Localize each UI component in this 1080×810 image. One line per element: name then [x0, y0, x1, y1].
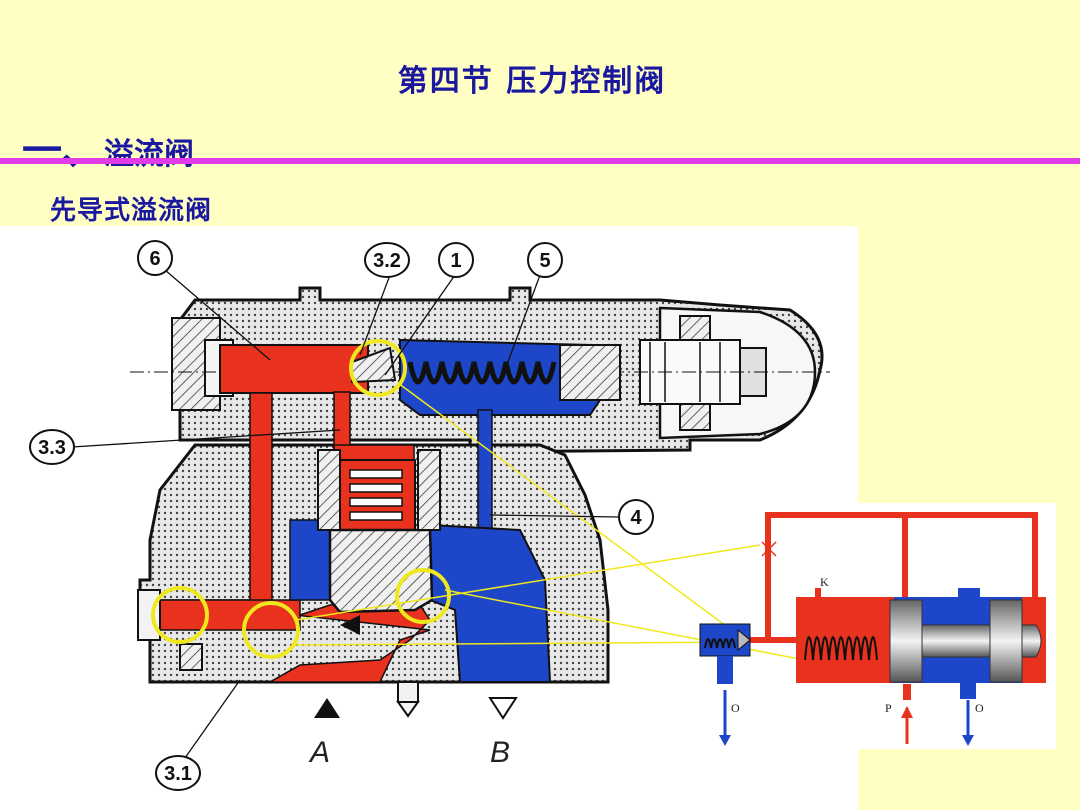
port-b-label: B: [490, 736, 510, 769]
callout-leader-lines: [71, 269, 619, 766]
symbol-label-o-right: O: [975, 701, 984, 715]
section-label: 溢流阀: [104, 137, 194, 172]
main-spool-sleeve-right: [417, 449, 441, 531]
section-heading: 一、溢流阀: [22, 118, 194, 176]
locating-pin: [397, 681, 419, 703]
callout-label: 4: [630, 507, 642, 529]
callout-6: 6: [137, 240, 173, 276]
callout-5: 5: [527, 242, 563, 278]
port-a-label: A: [308, 736, 330, 769]
callout-label: 3.1: [164, 763, 192, 785]
symbol-label-k: K: [820, 575, 829, 589]
callout-4: 4: [618, 499, 654, 535]
callout-3-3: 3.3: [29, 429, 75, 465]
highlight-markers: [151, 339, 451, 659]
callout-3-1: 3.1: [155, 755, 201, 791]
port-b: B: [488, 697, 518, 769]
callout-label: 3.2: [373, 250, 401, 272]
callout-label: 1: [450, 250, 461, 272]
callout-label: 6: [149, 248, 160, 270]
callout-label: 3.3: [38, 437, 66, 459]
port-a: A: [308, 698, 340, 769]
subtitle: 先导式溢流阀: [50, 196, 213, 226]
symbol-label-o-left: O: [731, 701, 740, 715]
callout-label: 5: [539, 250, 550, 272]
heading-divider: [0, 158, 1080, 164]
callout-1: 1: [438, 242, 474, 278]
callout-3-2: 3.2: [364, 242, 410, 278]
section-number: 一、: [22, 127, 102, 174]
symbol-label-p: P: [885, 701, 892, 715]
pressure-passages: [159, 344, 431, 683]
main-spool-sleeve: [317, 449, 341, 531]
valve-schematic: K P O O: [699, 512, 1046, 746]
slide-title: 第四节 压力控制阀: [397, 64, 667, 99]
